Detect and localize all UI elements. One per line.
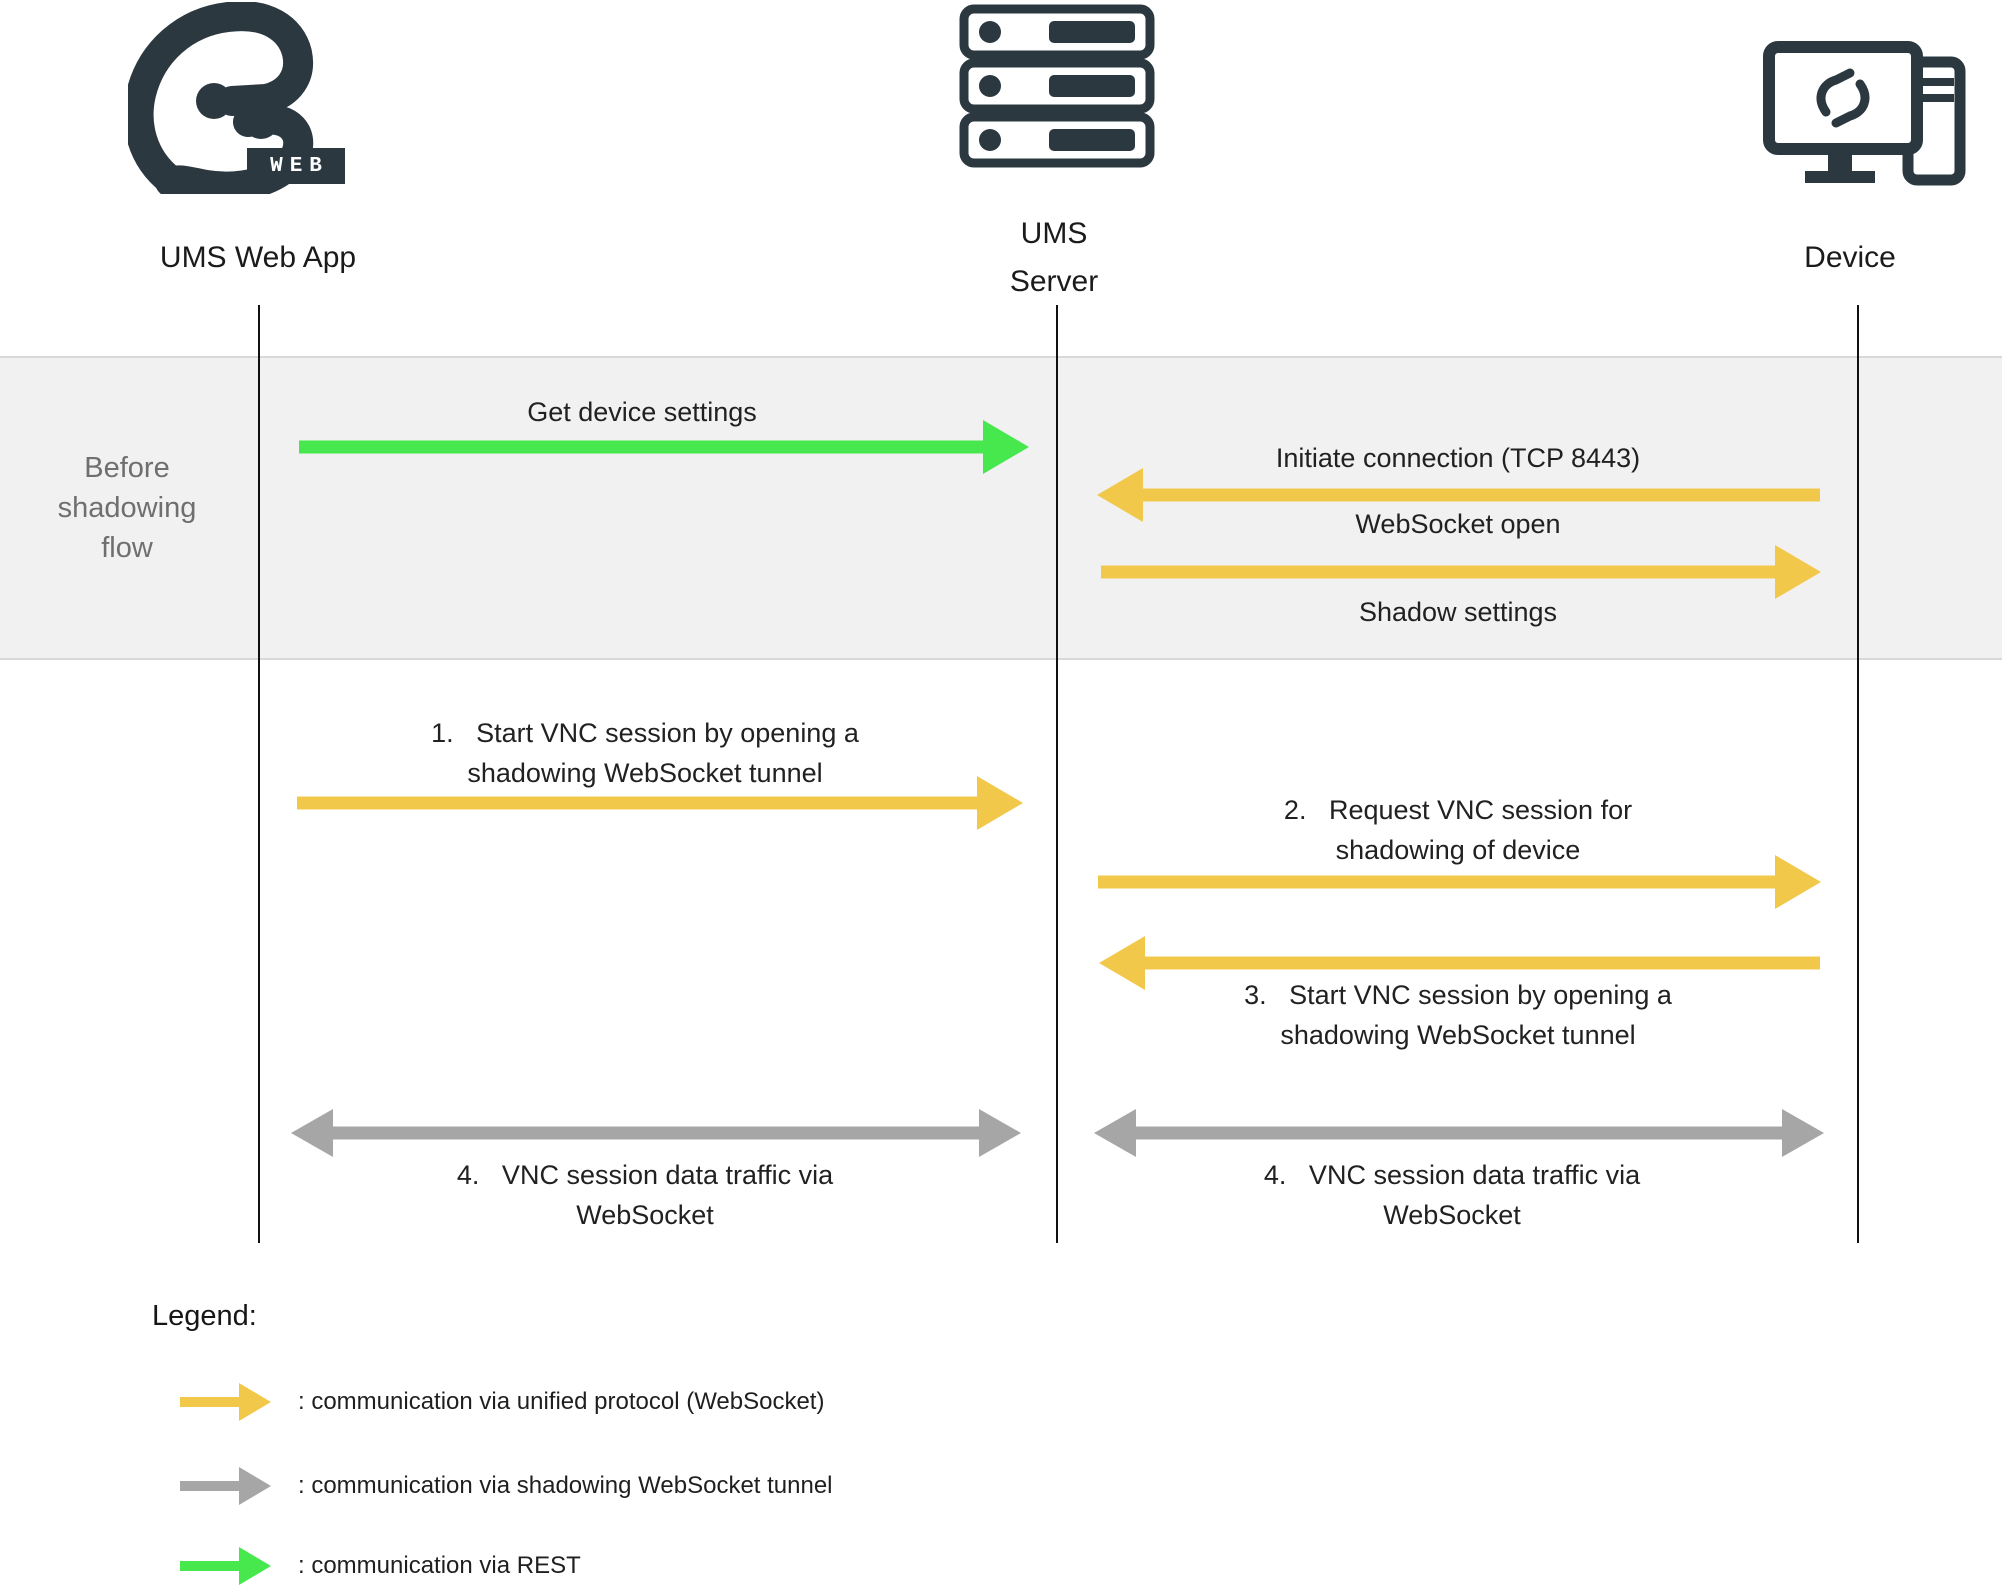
legend-label-unified: : communication via unified protocol (We… <box>298 1388 825 1415</box>
server-rack-icon <box>959 4 1155 168</box>
actor-label-ums-web-app: UMS Web App <box>159 241 357 274</box>
unified-protocol-arrow <box>180 1380 271 1424</box>
before-shadowing-band <box>0 356 2002 660</box>
msg-step4-left: 4. VNC session data traffic via WebSocke… <box>456 1160 834 1230</box>
legend-label-rest: : communication via REST <box>298 1552 581 1579</box>
web-badge: WEB <box>247 148 345 184</box>
rest-arrow <box>180 1544 271 1588</box>
before-shadowing-label: Before shadowing flow <box>57 452 197 564</box>
step1-arrow <box>297 776 1023 830</box>
lifeline-ums-web-app <box>258 305 260 1243</box>
websocket-open-arrow <box>1101 545 1821 599</box>
msg-step1: 1. Start VNC session by opening a shadow… <box>431 718 859 788</box>
actor-label-ums-server: UMS Server <box>1009 217 1099 298</box>
msg-shadow-settings: Shadow settings <box>1358 597 1558 627</box>
msg-step3: 3. Start VNC session by opening a shadow… <box>1244 980 1672 1050</box>
legend-item: : communication via unified protocol (We… <box>180 1380 824 1424</box>
lifeline-device <box>1857 305 1859 1243</box>
msg-websocket-open: WebSocket open <box>1355 509 1561 539</box>
step4-left-arrow <box>291 1107 1021 1159</box>
legend-item: : communication via REST <box>180 1544 581 1588</box>
step3-arrow <box>1099 936 1820 990</box>
step4-right-arrow <box>1094 1107 1824 1159</box>
msg-step2: 2. Request VNC session for shadowing of … <box>1283 795 1633 865</box>
initiate-connection-arrow <box>1097 468 1820 522</box>
step2-arrow <box>1098 855 1821 909</box>
msg-initiate-connection: Initiate connection (TCP 8443) <box>1275 443 1641 473</box>
get-device-settings-arrow <box>299 420 1029 474</box>
legend-item: : communication via shadowing WebSocket … <box>180 1464 833 1508</box>
msg-get-device-settings: Get device settings <box>527 397 757 427</box>
msg-step4-right: 4. VNC session data traffic via WebSocke… <box>1263 1160 1641 1230</box>
device-monitor-icon <box>1763 41 1966 186</box>
actor-label-device: Device <box>1804 241 1896 274</box>
shadowing-tunnel-arrow <box>180 1464 271 1508</box>
legend-label-tunnel: : communication via shadowing WebSocket … <box>298 1472 833 1499</box>
legend-title: Legend: <box>152 1300 257 1332</box>
lifeline-ums-server <box>1056 305 1058 1243</box>
